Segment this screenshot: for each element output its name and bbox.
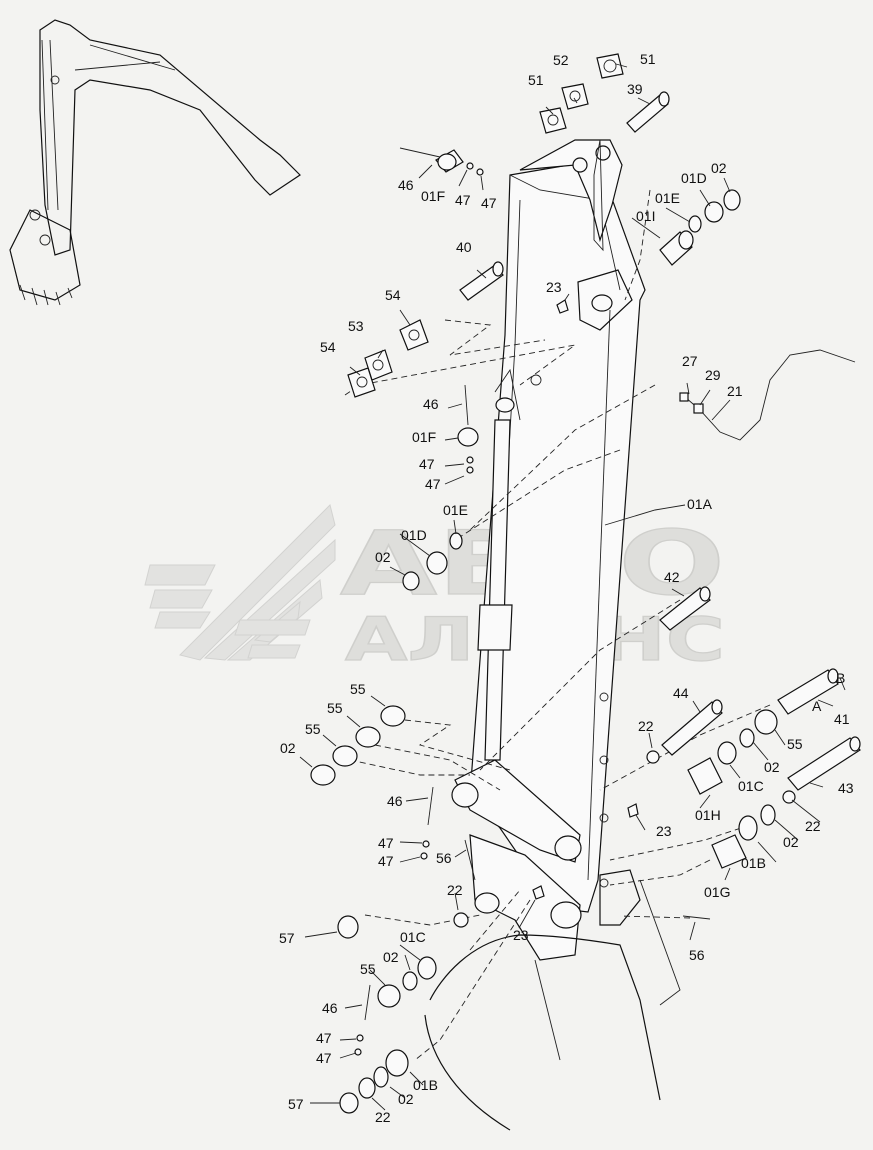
- callout-01C-lower: 01C: [400, 929, 426, 945]
- callout-23-lower: 23: [513, 927, 529, 943]
- callout-22-mid: 22: [638, 718, 654, 734]
- callout-A: A: [812, 698, 822, 714]
- leader-lines: [299, 63, 846, 1111]
- callout-43: 43: [838, 780, 854, 796]
- callout-46-top: 46: [398, 177, 414, 193]
- callout-02-left: 02: [280, 740, 296, 756]
- watermark-logo: [144, 504, 336, 661]
- callout-47-top-a: 47: [455, 192, 471, 208]
- callout-22-lower: 22: [447, 882, 463, 898]
- callout-02-lower-b: 02: [398, 1091, 414, 1107]
- callout-51-left: 51: [528, 72, 544, 88]
- callout-21: 21: [727, 383, 743, 399]
- callout-22-bottom: 22: [375, 1109, 391, 1125]
- callout-47-lower-b: 47: [378, 853, 394, 869]
- callout-46-bottom: 46: [322, 1000, 338, 1016]
- callout-54-left: 54: [320, 339, 336, 355]
- callout-02-right-b: 02: [783, 834, 799, 850]
- callout-52: 52: [553, 52, 569, 68]
- callout-23-mid: 23: [656, 823, 672, 839]
- callout-55-right: 55: [787, 736, 803, 752]
- callout-23-top: 23: [546, 279, 562, 295]
- callout-01D-mid: 01D: [401, 527, 427, 543]
- callout-56-right: 56: [689, 947, 705, 963]
- callout-22-right: 22: [805, 818, 821, 834]
- callout-01F-mid: 01F: [412, 429, 436, 445]
- callout-47-mid-b: 47: [425, 476, 441, 492]
- link-and-bucket-linkage: [424, 759, 681, 1131]
- callout-57-upper: 57: [279, 930, 295, 946]
- callout-02-right-a: 02: [764, 759, 780, 775]
- callout-29: 29: [705, 367, 721, 383]
- callout-46-mid: 46: [423, 396, 439, 412]
- callout-47-top-b: 47: [481, 195, 497, 211]
- callout-57-lower: 57: [288, 1096, 304, 1112]
- callout-55-lower: 55: [360, 961, 376, 977]
- callout-01C-right: 01C: [738, 778, 764, 794]
- callout-01F-top: 01F: [421, 188, 445, 204]
- machine-overview-inset: [9, 19, 301, 306]
- arm-cylinder: [477, 368, 521, 761]
- callout-47-lower-a: 47: [378, 835, 394, 851]
- callout-02-top: 02: [711, 160, 727, 176]
- callout-41: 41: [834, 711, 850, 727]
- callout-56-left: 56: [436, 850, 452, 866]
- callout-47-bottom-b: 47: [316, 1050, 332, 1066]
- callout-53: 53: [348, 318, 364, 334]
- callout-27: 27: [682, 353, 698, 369]
- callout-44: 44: [673, 685, 689, 701]
- callout-01E-mid: 01E: [443, 502, 468, 518]
- callout-01D-top: 01D: [681, 170, 707, 186]
- guide-lines: [344, 189, 771, 1061]
- callout-40: 40: [456, 239, 472, 255]
- callout-47-bottom-a: 47: [316, 1030, 332, 1046]
- callout-01G: 01G: [704, 884, 730, 900]
- callout-55-left-c: 55: [305, 721, 321, 737]
- callout-39: 39: [627, 81, 643, 97]
- callout-01B-right: 01B: [741, 855, 766, 871]
- callout-02-lower-a: 02: [383, 949, 399, 965]
- callout-02-mid: 02: [375, 549, 391, 565]
- callout-01E-top: 01E: [655, 190, 680, 206]
- callout-01A: 01A: [687, 496, 713, 512]
- callout-B: B: [836, 670, 845, 686]
- callout-51-right: 51: [640, 51, 656, 67]
- arm-body: [469, 139, 646, 913]
- parts: [310, 53, 861, 1114]
- callout-46-lower: 46: [387, 793, 403, 809]
- callout-55-left-b: 55: [327, 700, 343, 716]
- callout-54-top: 54: [385, 287, 401, 303]
- callout-01I: 01I: [636, 208, 655, 224]
- callout-55-left-a: 55: [350, 681, 366, 697]
- callout-47-mid-a: 47: [419, 456, 435, 472]
- callout-42: 42: [664, 569, 680, 585]
- callout-01B-lower: 01B: [413, 1077, 438, 1093]
- callout-01H: 01H: [695, 807, 721, 823]
- callout-labels: 51 52 51 39 46 01F 47 47 01D 02 01E 01I …: [279, 51, 854, 1125]
